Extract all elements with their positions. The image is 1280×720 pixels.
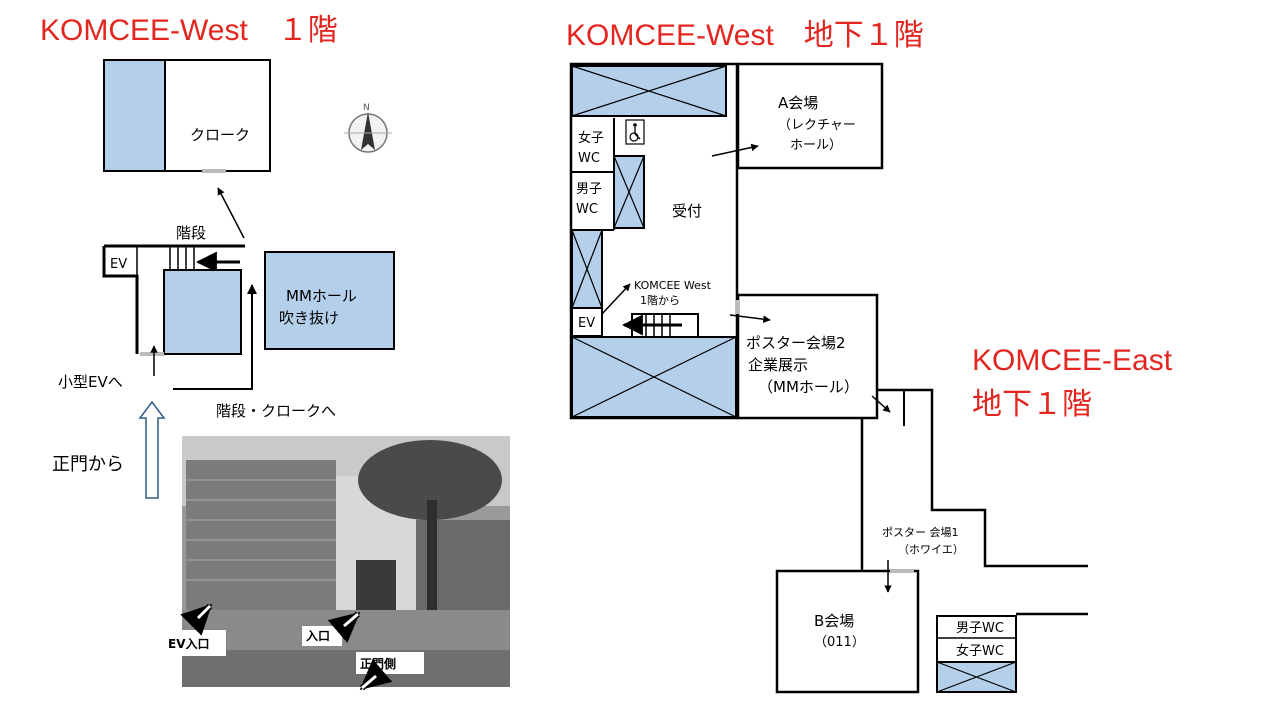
shaft-2 [571, 229, 603, 309]
cloak-room-blue [103, 59, 166, 172]
from-main-gate-label: 正門から [52, 454, 124, 475]
east-wc-storage [936, 661, 1017, 693]
cloak-label: クローク [190, 126, 250, 144]
from-1f-label-1: KOMCEE West [634, 279, 712, 292]
svg-text:N: N [363, 103, 370, 113]
title-east-b1-line2: 地下１階 [972, 388, 1092, 421]
title-west-b1: KOMCEE-West 地下１階 [566, 19, 924, 52]
poster2-label-2: 企業展示 [748, 356, 808, 374]
reception-label: 受付 [672, 202, 702, 220]
stairs-1f [169, 247, 240, 273]
east-b1-map: ポスター 会場1 （ホワイエ） B会場 （011） 男子WC 女子WC [775, 388, 1088, 694]
mm-hall-label-1: MMホール [286, 287, 357, 305]
arrow-ev-to-reception [601, 283, 631, 315]
top-storage [571, 65, 727, 117]
wall-left [102, 246, 139, 354]
main-gate-side-arrow-inner [361, 674, 377, 690]
ev-b1 [571, 307, 603, 337]
mm-hall-label-2: 吹き抜け [279, 309, 339, 327]
ev-entrance-label: EV入口 [168, 637, 210, 651]
east-men-wc-label: 男子WC [956, 621, 1004, 636]
men-wc-label-1: 男子 [576, 182, 602, 197]
men-wc-label-2: WC [576, 202, 598, 217]
poster1-label-2: （ホワイエ） [898, 543, 964, 556]
stairs-b1 [621, 313, 699, 336]
entrance-arrow-inner [343, 612, 359, 628]
arrow-to-stairs [173, 284, 257, 390]
title-east-b1-line1: KOMCEE-East [972, 344, 1173, 377]
east-women-wc-label: 女子WC [956, 643, 1004, 659]
poster2-label-3: （MMホール） [758, 378, 859, 396]
mm-hall-void [264, 251, 395, 350]
corridor-wall-right [877, 388, 1088, 568]
hall-b [775, 569, 920, 694]
west-1f-map: クローク N 階段 EV MMホール 吹き抜け [52, 59, 395, 499]
wheelchair-icon [629, 123, 641, 142]
hall-b-label-2: （011） [814, 635, 865, 650]
poster2-label-1: ポスター会場2 [746, 334, 846, 352]
west-b1-map: A会場 （レクチャー ホール） 女子 WC 男子 WC 受付 [569, 62, 884, 420]
ev-label: EV [110, 257, 127, 272]
poster-hall-2 [736, 293, 879, 420]
arrow-to-east [871, 395, 891, 413]
stairs-label: 階段 [176, 224, 206, 242]
arrow-to-cloak [217, 187, 245, 239]
ev-entrance-arrow-inner [196, 604, 212, 620]
entrance-label: 入口 [306, 629, 330, 643]
women-wc-label-1: 女子 [578, 130, 604, 146]
ev-b1-label: EV [578, 316, 595, 331]
compass-icon: N [344, 103, 392, 153]
to-stairs-cloak-label: 階段・クロークへ [216, 402, 336, 420]
to-small-ev-label: 小型EVへ [58, 373, 123, 391]
title-west-1f: KOMCEE-West １階 [40, 14, 338, 47]
arrow-to-poster-2 [729, 314, 771, 323]
shaft-1 [613, 155, 645, 229]
hall-a-label-3: ホール） [790, 138, 842, 153]
west-1f-blue-room [163, 269, 242, 355]
from-1f-label-2: 1階から [640, 293, 680, 307]
bottom-storage [571, 336, 737, 418]
hall-a-label-2: （レクチャー [778, 118, 856, 133]
hall-a-label-1: A会場 [778, 94, 818, 112]
building-photo: EV入口 入口 正門側 [164, 436, 510, 691]
hall-a [736, 62, 884, 170]
arrow-to-hall-a [711, 143, 759, 157]
poster1-label-1: ポスター 会場1 [882, 526, 959, 539]
entry-arrow-icon [138, 400, 166, 499]
hall-b-label-1: B会場 [814, 612, 854, 630]
women-wc-label-2: WC [578, 151, 600, 166]
main-gate-side-label: 正門側 [360, 656, 396, 671]
